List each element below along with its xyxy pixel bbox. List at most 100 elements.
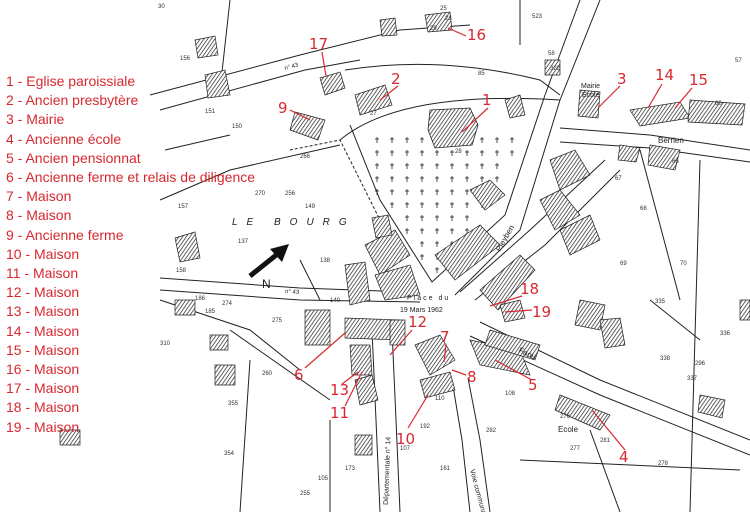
building (434, 224, 501, 281)
leader-line (504, 309, 533, 313)
grave-cross-icon (435, 241, 439, 247)
parcel-number: 60 (715, 101, 722, 107)
parcel-number: 138 (320, 258, 331, 264)
grave-cross-icon (375, 176, 379, 182)
marker-16: 16 (447, 26, 486, 44)
grave-cross-icon (510, 137, 514, 143)
parcel-number: 66 (672, 159, 679, 165)
marker-13: 13 (330, 371, 359, 399)
parcel-number: 29 (430, 26, 437, 32)
building (174, 231, 201, 263)
parcel-number: 256 (285, 191, 296, 197)
grave-cross-icon (465, 150, 469, 156)
parcel-number: 354 (224, 451, 235, 457)
marker-number: 9 (278, 99, 288, 117)
parcel-number: 523 (532, 14, 543, 20)
parcel-number: 274 (222, 301, 233, 307)
building (484, 329, 541, 361)
road-label-n43-top: n° 43 (284, 62, 300, 72)
grave-cross-icon (375, 189, 379, 195)
building (349, 344, 373, 376)
leader-line (647, 83, 663, 109)
marker-number: 17 (309, 35, 328, 53)
parcel-number: 58 (548, 51, 555, 57)
leader-line (389, 329, 413, 356)
road-label-berrien: Berrien (658, 136, 684, 145)
parcel-number: 282 (486, 428, 497, 434)
parcel-number: 137 (238, 239, 249, 245)
road-label-departementale: Départementale n° 14 (382, 437, 392, 506)
marker-1: 1 (461, 91, 492, 133)
ecole-label: Ecole (558, 425, 579, 434)
leader-line (494, 359, 533, 381)
grave-cross-icon (375, 163, 379, 169)
grave-cross-icon (405, 202, 409, 208)
leader-line (447, 27, 467, 37)
parcel-number: 69 (620, 261, 627, 267)
grave-cross-icon (435, 228, 439, 234)
marker-number: 19 (532, 303, 551, 321)
grave-cross-icon (405, 215, 409, 221)
building (504, 94, 526, 119)
parcel-number: 157 (178, 204, 189, 210)
parcel-number: 23 (445, 16, 452, 22)
grave-cross-icon (465, 163, 469, 169)
square-name-line2: 19 Mars 1962 (400, 307, 443, 314)
building (59, 429, 81, 446)
legend-item: 15 - Maison (6, 341, 80, 358)
parcel-number: 355 (228, 401, 239, 407)
place-name-le-bourg: LE BOURG (232, 217, 356, 228)
grave-cross-icon (420, 137, 424, 143)
grave-cross-icon (420, 189, 424, 195)
grave-cross-icon (405, 163, 409, 169)
grave-cross-icon (495, 137, 499, 143)
parcel-number: 336 (720, 331, 731, 337)
parcel-number: 278 (658, 461, 669, 467)
marker-9: 9 (278, 99, 311, 121)
grave-cross-icon (420, 228, 424, 234)
building (344, 261, 371, 306)
parcel-number: 105 (318, 476, 329, 482)
grave-cross-icon (390, 202, 394, 208)
marker-15: 15 (674, 71, 708, 109)
leader-line (321, 51, 327, 77)
marker-number: 1 (482, 91, 492, 109)
grave-cross-icon (450, 215, 454, 221)
grave-cross-icon (480, 176, 484, 182)
building (354, 434, 373, 456)
north-label: N (262, 277, 271, 291)
marker-6: 6 (294, 332, 346, 384)
grave-cross-icon (450, 228, 454, 234)
grave-cross-icon (405, 228, 409, 234)
building (214, 364, 236, 386)
parcel-number: 140 (330, 298, 341, 304)
legend-item: 3 - Mairie (6, 111, 65, 128)
building (174, 299, 196, 316)
legend-item: 17 - Maison (6, 380, 80, 397)
leader-line (341, 371, 359, 385)
grave-cross-icon (420, 150, 424, 156)
marker-2: 2 (379, 70, 401, 101)
marker-12: 12 (389, 313, 427, 356)
building (209, 334, 229, 351)
building (354, 374, 379, 406)
road-label-pleyben: Pleyben (494, 223, 516, 253)
legend-item: 7 - Maison (6, 188, 72, 205)
grave-cross-icon (465, 189, 469, 195)
grave-cross-icon (405, 137, 409, 143)
road-label-n43-low: n° 43 (285, 289, 300, 296)
grave-cross-icon (495, 150, 499, 156)
grave-cross-icon (405, 150, 409, 156)
leader-line (407, 394, 429, 429)
grave-cross-icon (435, 176, 439, 182)
building (419, 371, 456, 399)
building (389, 319, 406, 346)
building (204, 69, 231, 99)
marker-number: 16 (467, 26, 486, 44)
parcel-number: 335 (655, 299, 666, 305)
parcel-number: 67 (615, 176, 622, 182)
square-name-line1: Place du (407, 295, 450, 302)
grave-cross-icon (420, 215, 424, 221)
grave-cross-icon (465, 215, 469, 221)
parcel-number: 173 (345, 466, 356, 472)
